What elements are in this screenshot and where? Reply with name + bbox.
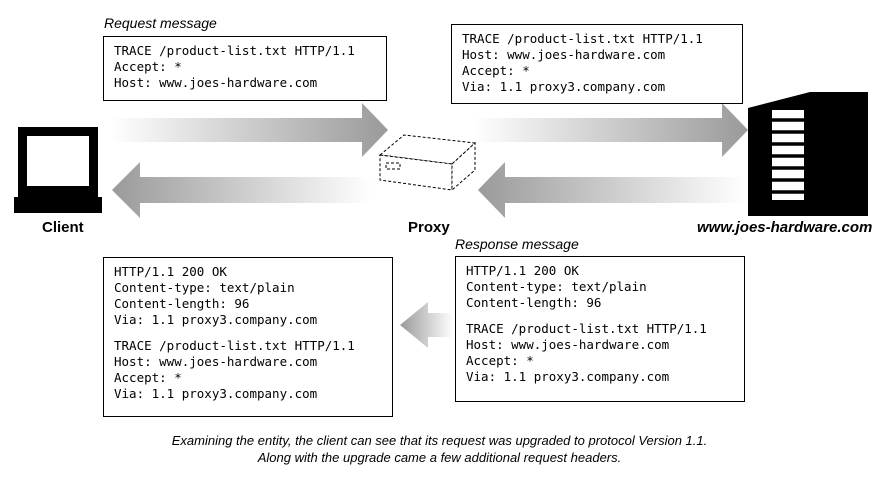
response-message-box-server: HTTP/1.1 200 OK Content-type: text/plain… [455, 256, 745, 402]
request-arrow-client-to-proxy [110, 103, 388, 157]
response-arrow-small [400, 302, 453, 348]
message-line: HTTP/1.1 200 OK [466, 263, 579, 278]
message-line: Via: 1.1 proxy3.company.com [114, 386, 318, 401]
message-line: Host: www.joes-hardware.com [114, 354, 318, 369]
client-label: Client [42, 219, 84, 236]
message-line: Via: 1.1 proxy3.company.com [114, 312, 318, 327]
message-line: Content-type: text/plain [114, 280, 295, 295]
message-line: Content-length: 96 [466, 295, 602, 310]
request-message-box-client: TRACE /product-list.txt HTTP/1.1 Accept:… [103, 36, 387, 101]
message-line: Content-length: 96 [114, 296, 250, 311]
response-arrow-proxy-to-client [112, 162, 372, 218]
server-label: www.joes-hardware.com [697, 219, 873, 236]
caption-line-1: Examining the entity, the client can see… [171, 433, 708, 448]
message-line: Host: www.joes-hardware.com [462, 47, 666, 62]
proxy-label: Proxy [408, 219, 450, 236]
message-line: Host: www.joes-hardware.com [114, 75, 318, 90]
message-line: Host: www.joes-hardware.com [466, 337, 670, 352]
message-line: TRACE /product-list.txt HTTP/1.1 [114, 338, 355, 353]
message-line: Accept: * [114, 59, 182, 74]
message-line: TRACE /product-list.txt HTTP/1.1 [462, 31, 703, 46]
request-arrow-proxy-to-server [472, 103, 748, 157]
request-message-box-proxy: TRACE /product-list.txt HTTP/1.1 Host: w… [451, 24, 743, 104]
message-line: Via: 1.1 proxy3.company.com [462, 79, 666, 94]
message-line: TRACE /product-list.txt HTTP/1.1 [466, 321, 707, 336]
response-message-label: Response message [455, 236, 579, 252]
caption-line-2: Along with the upgrade came a few additi… [257, 450, 622, 465]
message-line: Via: 1.1 proxy3.company.com [466, 369, 670, 384]
request-message-label: Request message [104, 15, 217, 31]
message-line: Accept: * [466, 353, 534, 368]
message-line: Accept: * [114, 370, 182, 385]
message-line: Accept: * [462, 63, 530, 78]
message-line: TRACE /product-list.txt HTTP/1.1 [114, 43, 355, 58]
response-arrow-server-to-proxy [478, 162, 745, 218]
server-tower-icon [748, 92, 868, 216]
message-line: HTTP/1.1 200 OK [114, 264, 227, 279]
response-message-box-client: HTTP/1.1 200 OK Content-type: text/plain… [103, 257, 393, 417]
computer-monitor-icon [14, 127, 102, 213]
figure-caption: Examining the entity, the client can see… [0, 432, 879, 466]
proxy-box-icon [378, 134, 477, 192]
message-line: Content-type: text/plain [466, 279, 647, 294]
